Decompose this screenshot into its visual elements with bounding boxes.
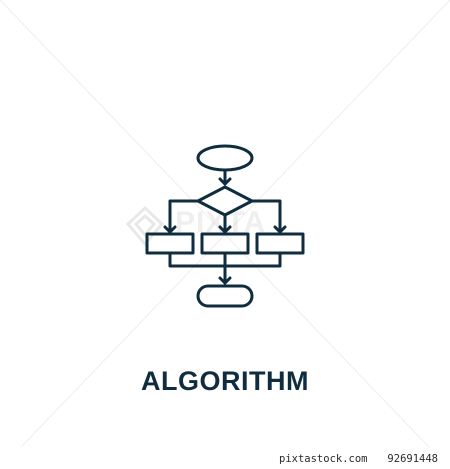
watermark-logo-icon (125, 205, 165, 247)
footer-brand: pixtastock.com (279, 453, 368, 465)
footer-bar: pixtastock.com 92691448 (0, 447, 450, 469)
footer-image-id: 92691448 (387, 453, 438, 465)
icon-title: ALGORITHM (141, 366, 309, 396)
flowchart-algorithm-icon (140, 138, 310, 313)
